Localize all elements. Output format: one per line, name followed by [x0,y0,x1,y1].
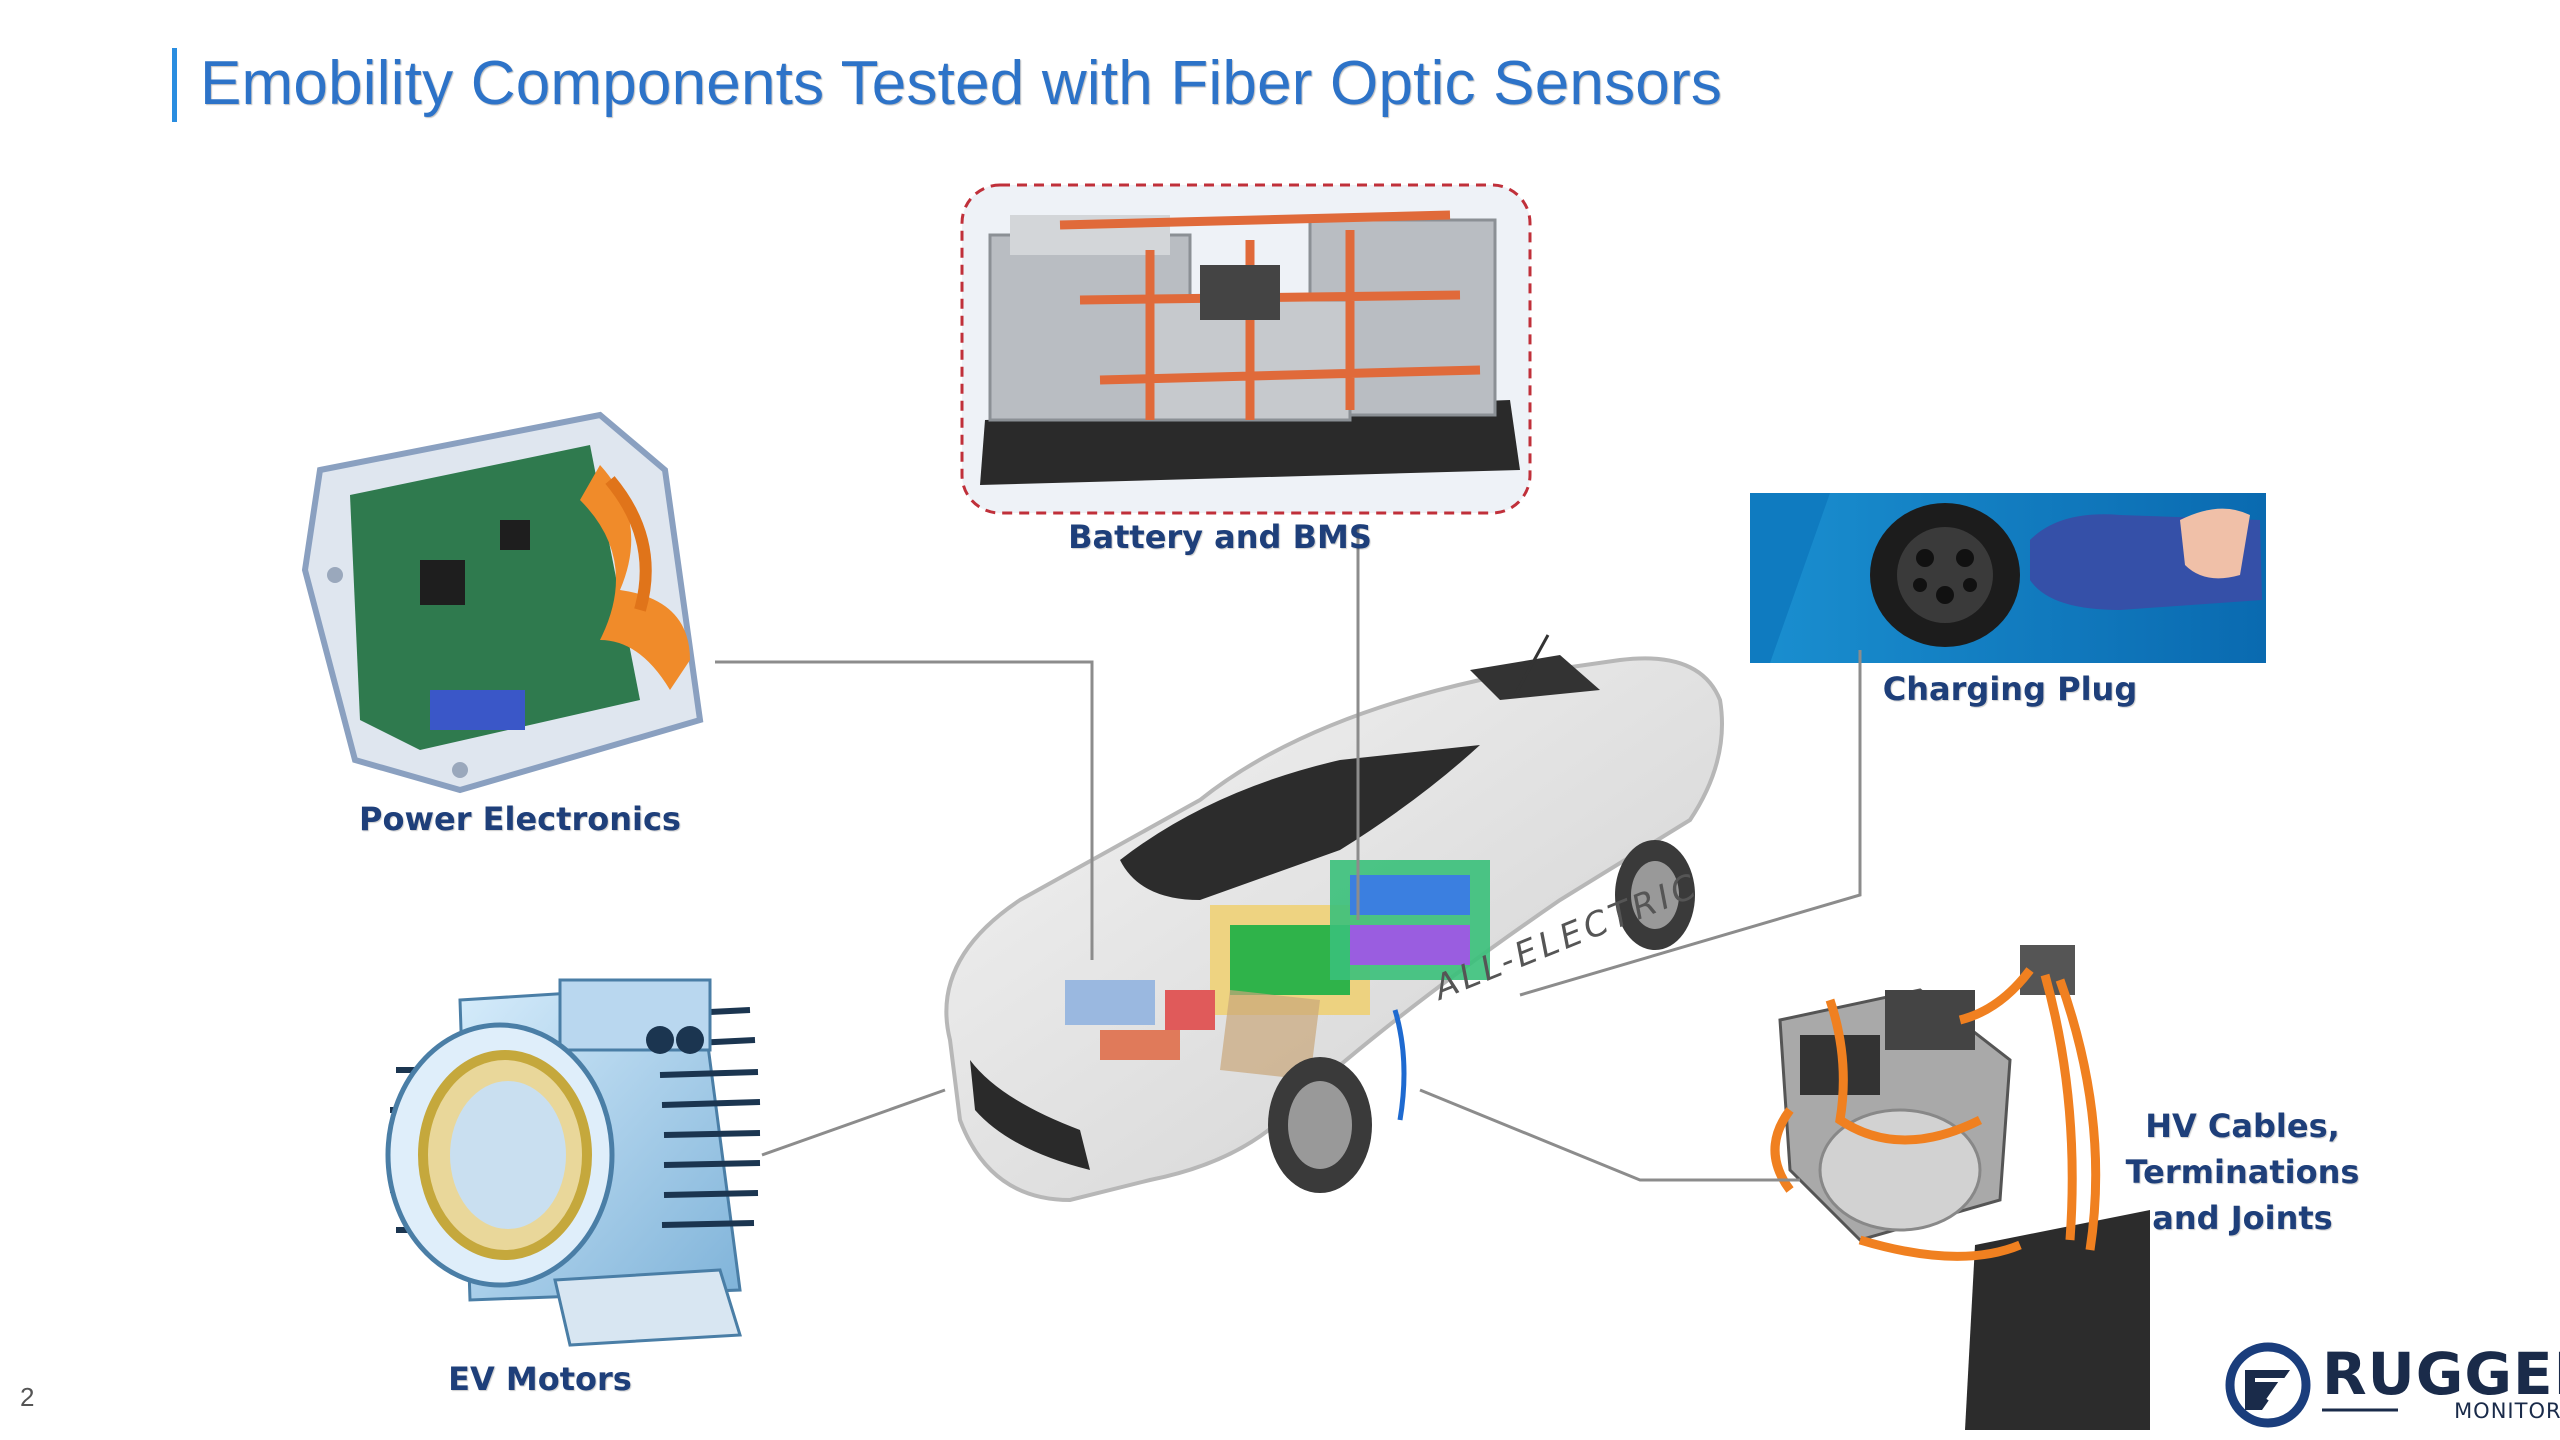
title-accent-bar [172,48,177,122]
ev-motor-image [385,978,761,1347]
label-hv-cables: HV Cables, Terminations and Joints [2125,1107,2360,1237]
rugged-logo: RUGGED MONITORING [2322,1345,2560,1423]
rugged-logo-icon [2225,1342,2311,1428]
label-charging-plug: Charging Plug [1882,670,2138,708]
page-number: 2 [20,1382,35,1412]
charging-plug-image [1750,493,2266,663]
logo-name: RUGGED [2322,1340,2560,1408]
slide-title: Emobility Components Tested with Fiber O… [200,49,1723,118]
power-electronics-image [301,411,704,794]
hv-cables-image [1770,945,2150,1430]
connector-cables [1419,1088,1800,1182]
label-ev-motors: EV Motors [448,1360,632,1398]
connector-lines [715,528,1862,1182]
label-battery-bms: Battery and BMS [1068,518,1372,556]
connector-charging [1519,650,1862,997]
logo-sub: MONITORING [2454,1399,2560,1423]
connector-power-electronics [715,660,1094,960]
label-power-electronics: Power Electronics [359,800,681,838]
connector-motors [761,1088,946,1157]
battery-pack-image [960,183,1532,515]
car-illustration [944,634,1724,1203]
